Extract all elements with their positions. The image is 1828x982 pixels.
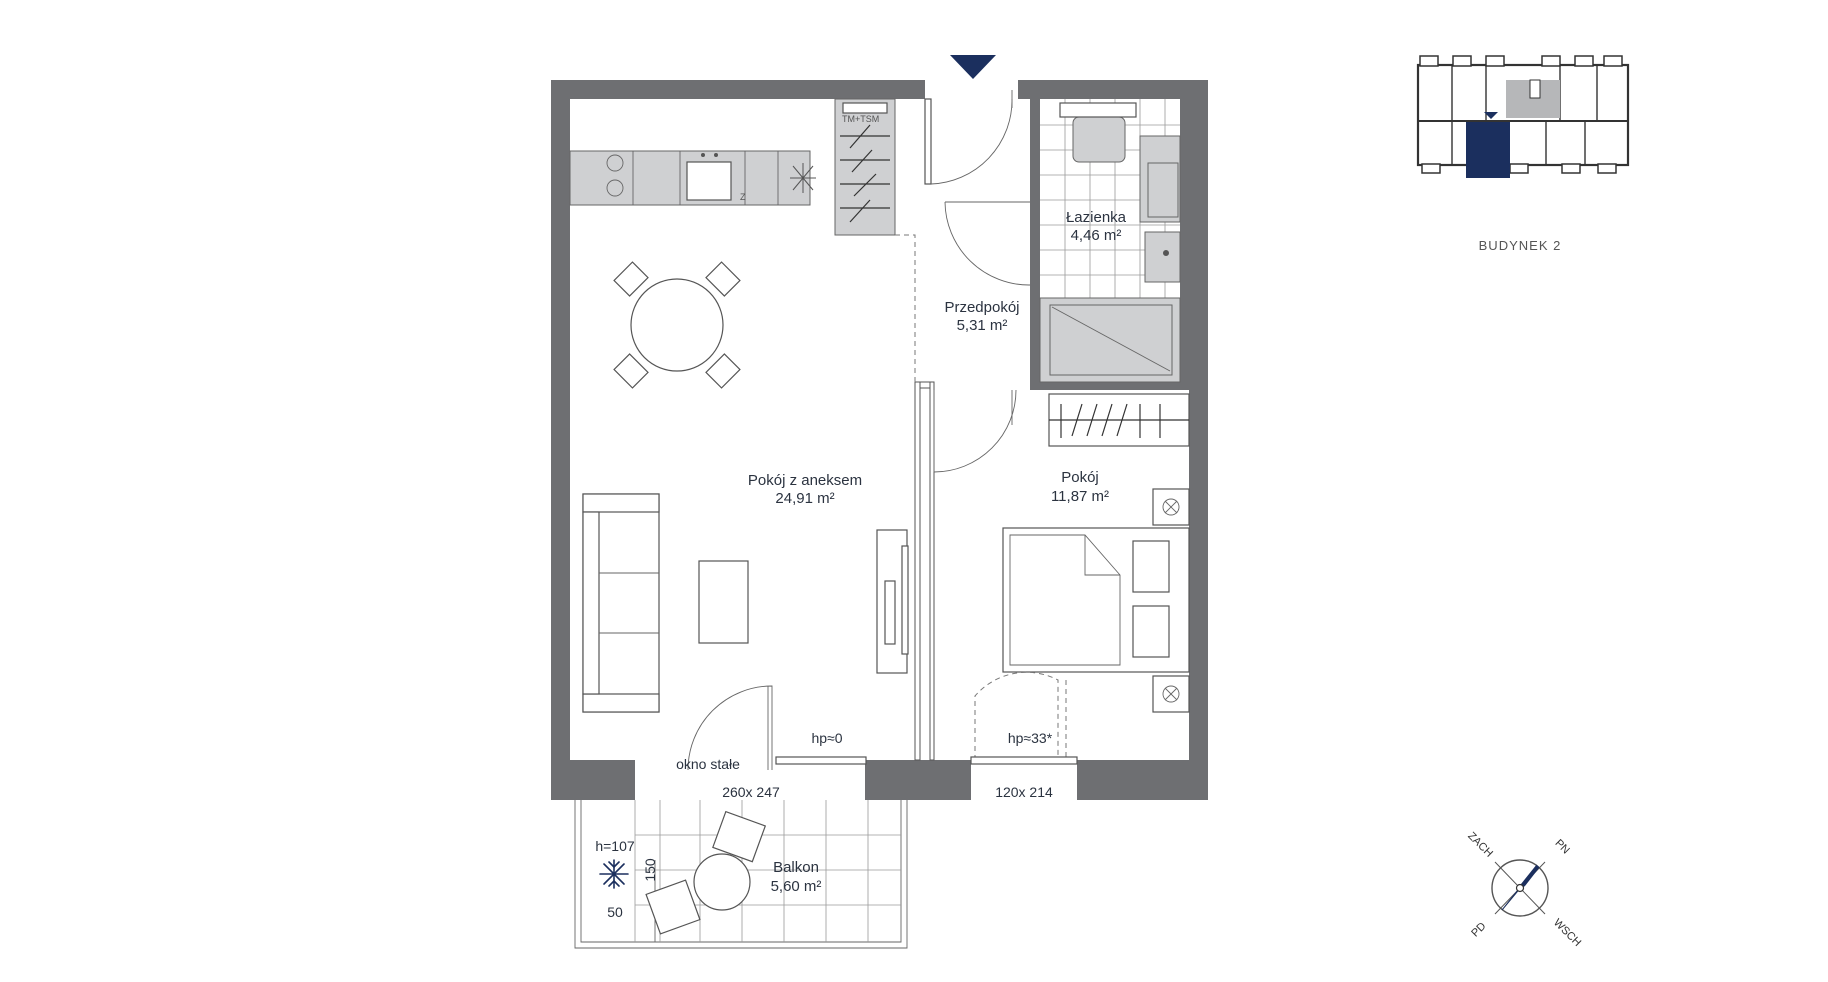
entrance-door <box>924 90 1013 185</box>
tv-cabinet <box>876 529 909 674</box>
svg-text:Z: Z <box>740 192 746 202</box>
room-name-bedroom: Pokój <box>1061 469 1099 486</box>
compass-west: ZACH <box>1465 830 1495 860</box>
nightstand-top <box>1152 488 1190 526</box>
compass-north: PN <box>1552 837 1571 856</box>
ac-unit-icon <box>599 859 629 889</box>
entrance-marker <box>950 55 996 79</box>
bedroom-balcony-door <box>970 671 1078 765</box>
sink-icon <box>686 161 732 201</box>
wardrobe <box>1048 393 1190 447</box>
washing-machine <box>1139 135 1181 223</box>
room-area-balcony: 5,60 m² <box>771 878 822 895</box>
room-name-hall: Przedpokój <box>944 299 1019 316</box>
window-dim-bedroom: 120x 214 <box>995 784 1053 800</box>
compass-icon <box>1491 859 1549 917</box>
threshold-bedroom: hp≈33* <box>1008 730 1053 746</box>
cooktop-icon <box>606 154 624 172</box>
shower-tray <box>1039 297 1181 383</box>
dining-table <box>613 261 741 389</box>
living-balcony-door <box>687 685 867 771</box>
nightstand-bottom <box>1152 675 1190 713</box>
room-area-bedroom: 11,87 m² <box>1051 488 1109 505</box>
bathroom-door <box>944 201 1031 286</box>
partition-walls <box>914 381 935 761</box>
building-label: BUDYNEK 2 <box>1479 238 1562 253</box>
meter-cabinet: TM+TSM <box>834 98 896 236</box>
outer-walls <box>551 80 1208 800</box>
balcony-dim-50: 50 <box>607 904 623 920</box>
svg-text:TM+TSM: TM+TSM <box>842 114 879 124</box>
washbasin-icon <box>1144 231 1181 283</box>
balcony-height: h=107 <box>595 838 635 854</box>
room-name-living: Pokój z aneksem <box>748 472 862 489</box>
bed <box>1002 527 1190 673</box>
toilet-icon <box>1059 102 1137 163</box>
kitchen-counter: Z <box>569 150 816 206</box>
threshold-living: hp≈0 <box>811 730 842 746</box>
fixed-window-label: okno stałe <box>676 756 740 772</box>
room-area-hall: 5,31 m² <box>957 317 1008 334</box>
room-name-bathroom: Łazienka <box>1066 209 1127 226</box>
compass-south: PD <box>1469 920 1488 939</box>
balcony-dim-150: 150 <box>642 858 658 882</box>
room-name-balcony: Balkon <box>773 859 819 876</box>
balcony-furniture <box>645 810 767 935</box>
window-dim-living: 260x 247 <box>722 784 780 800</box>
extractor-icon <box>790 163 816 193</box>
sofa <box>582 493 660 713</box>
coffee-table <box>698 560 749 644</box>
compass-east: WSCH <box>1551 917 1583 949</box>
room-area-living: 24,91 m² <box>775 490 834 507</box>
building-key-plan <box>1416 55 1630 178</box>
bedroom-door <box>933 389 1017 473</box>
room-area-bathroom: 4,46 m² <box>1071 227 1122 244</box>
